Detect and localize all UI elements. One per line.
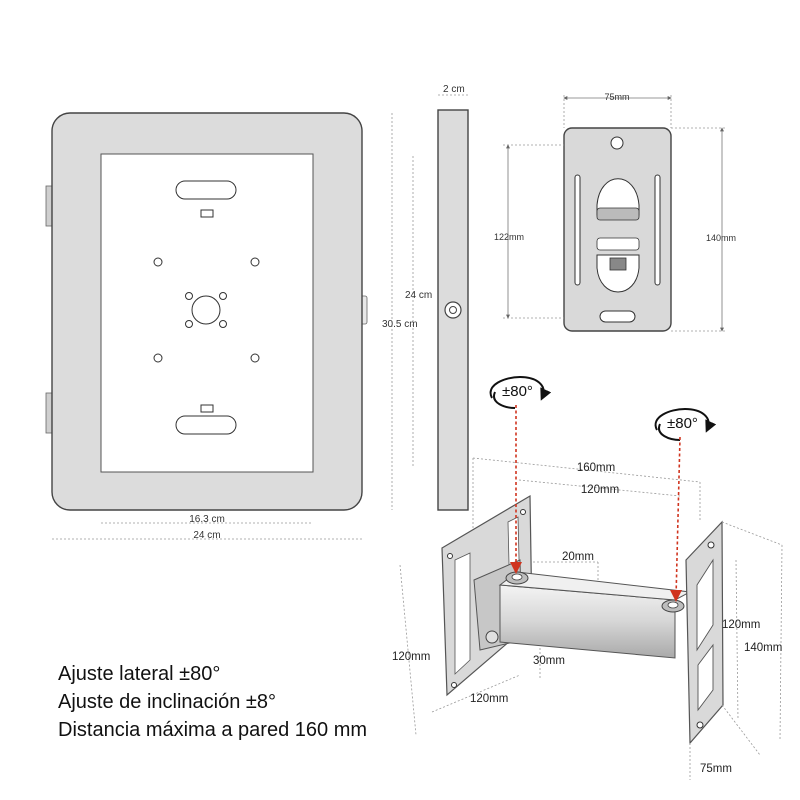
- bracket-bolt: [485, 630, 499, 644]
- keyhole-icon: [449, 306, 457, 314]
- dim-arm-height: 20mm: [562, 551, 594, 563]
- plate-bar: [596, 207, 640, 221]
- front-view: 24 cm 30.5 cm 16.3 cm 24 cm: [45, 112, 432, 541]
- dim-right-plate-inner-height: 120mm: [722, 619, 760, 631]
- small-hole: [219, 320, 227, 328]
- top-notch: [200, 209, 214, 218]
- bottom-slot: [175, 415, 237, 435]
- dim-outer-height: 30.5 cm: [382, 319, 418, 330]
- bottom-notch: [200, 404, 214, 413]
- plate-bar: [596, 237, 640, 251]
- vesa-hole: [696, 721, 704, 729]
- vesa-hole: [250, 257, 260, 267]
- vesa-slot: [697, 643, 714, 712]
- vesa-hole: [707, 541, 715, 549]
- dim-depth: 2 cm: [443, 84, 465, 95]
- bracket-hole: [447, 553, 453, 559]
- top-slot: [175, 180, 237, 200]
- vesa-hole: [153, 353, 163, 363]
- bracket-hole: [451, 682, 457, 688]
- dim-left-plate-width: 120mm: [470, 693, 508, 705]
- plate-side-slot: [574, 174, 581, 286]
- dim-right-plate-width: 75mm: [700, 763, 732, 775]
- rotation-arrow-icon: [654, 407, 717, 433]
- plate-lower-cutout: [596, 254, 640, 293]
- side-view: 2 cm: [437, 84, 469, 511]
- small-hole: [185, 292, 193, 300]
- rotation-arrow-icon: [489, 375, 552, 401]
- plate-upper-cutout: [596, 178, 640, 216]
- dim-arm-extension: 160mm: [577, 462, 615, 474]
- dim-outer-width: 24 cm: [193, 530, 220, 541]
- dim-left-plate-height: 120mm: [392, 651, 430, 663]
- plate-bottom-slot: [599, 310, 636, 323]
- plate-side-slot: [654, 174, 661, 286]
- plate-top-hole: [610, 136, 624, 150]
- bracket-slot: [454, 552, 471, 675]
- dim-plate-outer-height: 140mm: [706, 233, 736, 243]
- small-hole: [185, 320, 193, 328]
- axis-arrow-icon: [510, 562, 522, 574]
- dim-right-plate-outer-height: 140mm: [744, 642, 782, 654]
- rotation-axis-right: [675, 436, 681, 599]
- plate-screw: [609, 257, 627, 271]
- wall-plate-body: [563, 127, 672, 332]
- wall-plate: 75mm 122mm 140mm: [494, 92, 736, 332]
- dim-inner-height: 24 cm: [405, 290, 432, 301]
- feature-list: Ajuste lateral ±80° Ajuste de inclinació…: [58, 660, 367, 744]
- axis-arrow-icon: [670, 590, 682, 602]
- dim-arm-offset: 30mm: [533, 655, 565, 667]
- feature-item: Ajuste lateral ±80°: [58, 663, 221, 685]
- arm-assembly: 160mm 120mm 20mm 30mm 120mm: [392, 375, 783, 780]
- center-hole: [191, 295, 221, 325]
- vesa-hole: [153, 257, 163, 267]
- feature-item: Ajuste de inclinación ±8°: [58, 691, 276, 713]
- feature-item: Distancia máxima a pared 160 mm: [58, 719, 368, 741]
- rotation-left-label: ±80°: [502, 383, 533, 400]
- bracket-hole: [520, 509, 526, 515]
- dim-hole-spacing: 120mm: [581, 484, 619, 496]
- small-hole: [219, 292, 227, 300]
- rotation-right-label: ±80°: [667, 415, 698, 432]
- vesa-hole: [250, 353, 260, 363]
- dim-plate-inner-height: 122mm: [494, 232, 524, 242]
- dim-plate-width: 75mm: [604, 92, 629, 102]
- dim-inner-width: 16.3 cm: [189, 514, 225, 525]
- vesa-slot: [696, 558, 714, 652]
